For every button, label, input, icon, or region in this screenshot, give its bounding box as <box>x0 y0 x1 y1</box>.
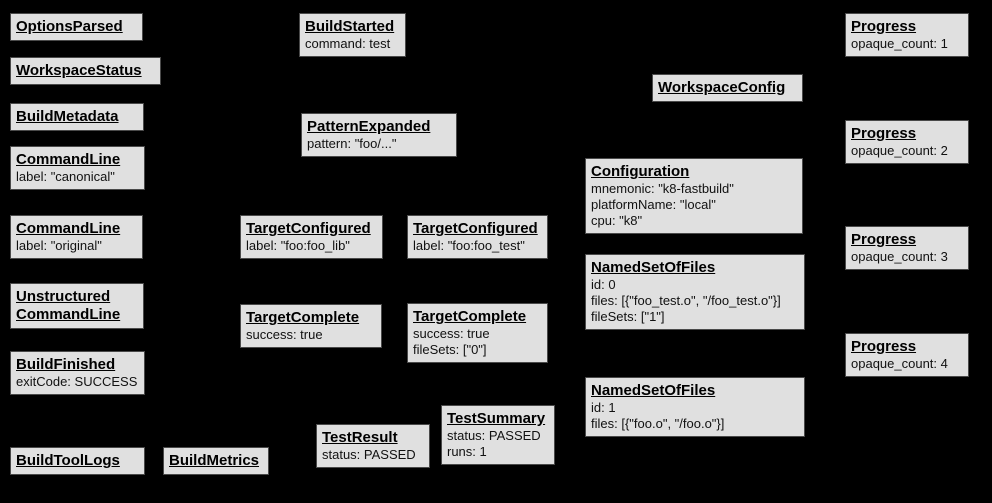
node-title: WorkspaceStatus <box>16 62 142 79</box>
node-progress-2: Progress opaque_count: 2 <box>845 120 969 164</box>
node-title-line2: CommandLine <box>16 306 121 323</box>
node-field: success: true <box>246 327 323 342</box>
node-field: id: 0 <box>591 277 616 292</box>
node-field: opaque_count: 3 <box>851 249 948 264</box>
node-targetconfigured-foo-lib: TargetConfigured label: "foo:foo_lib" <box>240 215 383 259</box>
node-title: Progress <box>851 231 917 248</box>
node-title: TestResult <box>322 429 398 446</box>
node-title: Configuration <box>591 163 690 180</box>
node-field: exitCode: SUCCESS <box>16 374 138 389</box>
node-field: status: PASSED <box>322 447 416 462</box>
node-title: TargetComplete <box>413 308 527 325</box>
node-title: BuildMetrics <box>169 452 260 469</box>
node-patternexpanded: PatternExpanded pattern: "foo/..." <box>301 113 457 157</box>
node-field: runs: 1 <box>447 444 487 459</box>
node-title: Progress <box>851 338 917 355</box>
node-unstructuredcommandline: Unstructured CommandLine <box>10 283 144 329</box>
node-field: label: "foo:foo_lib" <box>246 238 350 253</box>
node-title: CommandLine <box>16 151 121 168</box>
node-configuration: Configuration mnemonic: "k8-fastbuild" p… <box>585 158 803 234</box>
node-field: platformName: "local" <box>591 197 716 212</box>
node-title: PatternExpanded <box>307 118 431 135</box>
node-targetcomplete-foo-test: TargetComplete success: true fileSets: [… <box>407 303 548 363</box>
node-workspacestatus: WorkspaceStatus <box>10 57 161 85</box>
node-field: opaque_count: 4 <box>851 356 948 371</box>
node-title: Unstructured <box>16 288 111 305</box>
node-title: TargetComplete <box>246 309 360 326</box>
node-title: BuildStarted <box>305 18 395 35</box>
node-field: opaque_count: 2 <box>851 143 948 158</box>
node-title: NamedSetOfFiles <box>591 259 716 276</box>
node-field: success: true <box>413 326 490 341</box>
node-progress-3: Progress opaque_count: 3 <box>845 226 969 270</box>
node-buildstarted: BuildStarted command: test <box>299 13 406 57</box>
node-workspaceconfig: WorkspaceConfig <box>652 74 803 102</box>
node-field: fileSets: ["1"] <box>591 309 665 324</box>
node-field: label: "foo:foo_test" <box>413 238 525 253</box>
node-title: CommandLine <box>16 220 121 237</box>
node-title: BuildFinished <box>16 356 116 373</box>
node-title: BuildToolLogs <box>16 452 120 469</box>
node-testsummary: TestSummary status: PASSED runs: 1 <box>441 405 555 465</box>
node-title: TargetConfigured <box>413 220 538 237</box>
node-field: label: "canonical" <box>16 169 115 184</box>
node-field: label: "original" <box>16 238 102 253</box>
node-field: cpu: "k8" <box>591 213 643 228</box>
node-title: BuildMetadata <box>16 108 119 125</box>
node-commandline-canonical: CommandLine label: "canonical" <box>10 146 145 190</box>
node-buildmetrics: BuildMetrics <box>163 447 269 475</box>
node-title: TargetConfigured <box>246 220 371 237</box>
node-field: fileSets: ["0"] <box>413 342 487 357</box>
node-field: files: [{"foo.o", "/foo.o"}] <box>591 416 725 431</box>
node-title: WorkspaceConfig <box>658 79 786 96</box>
node-progress-4: Progress opaque_count: 4 <box>845 333 969 377</box>
node-title: TestSummary <box>447 410 546 427</box>
node-field: pattern: "foo/..." <box>307 136 397 151</box>
node-buildmetadata: BuildMetadata <box>10 103 144 131</box>
node-progress-1: Progress opaque_count: 1 <box>845 13 969 57</box>
node-targetcomplete-foo-lib: TargetComplete success: true <box>240 304 382 348</box>
node-commandline-original: CommandLine label: "original" <box>10 215 143 259</box>
node-testresult: TestResult status: PASSED <box>316 424 430 468</box>
node-field: status: PASSED <box>447 428 541 443</box>
node-optionsparsed: OptionsParsed <box>10 13 143 41</box>
node-buildtoollogs: BuildToolLogs <box>10 447 145 475</box>
node-buildfinished: BuildFinished exitCode: SUCCESS <box>10 351 145 395</box>
node-title: Progress <box>851 18 917 35</box>
node-field: mnemonic: "k8-fastbuild" <box>591 181 734 196</box>
node-namedsetoffiles-0: NamedSetOfFiles id: 0 files: [{"foo_test… <box>585 254 805 330</box>
node-namedsetoffiles-1: NamedSetOfFiles id: 1 files: [{"foo.o", … <box>585 377 805 437</box>
node-title: NamedSetOfFiles <box>591 382 716 399</box>
node-targetconfigured-foo-test: TargetConfigured label: "foo:foo_test" <box>407 215 548 259</box>
node-field: id: 1 <box>591 400 616 415</box>
node-field: files: [{"foo_test.o", "/foo_test.o"}] <box>591 293 781 308</box>
node-field: opaque_count: 1 <box>851 36 948 51</box>
node-title: Progress <box>851 125 917 142</box>
node-field: command: test <box>305 36 391 51</box>
node-title: OptionsParsed <box>16 18 123 35</box>
